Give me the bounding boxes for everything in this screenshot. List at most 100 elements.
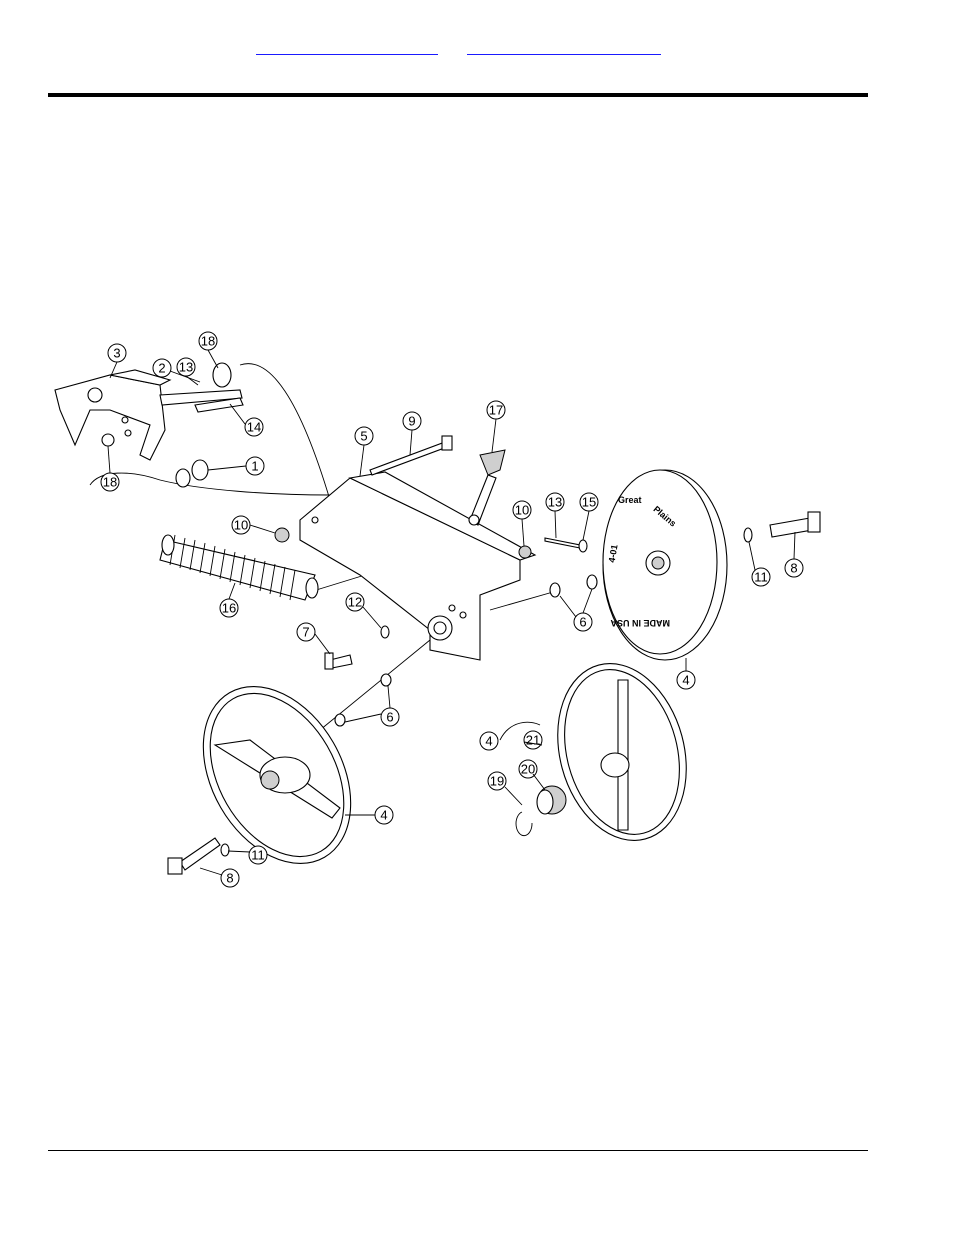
- svg-text:15: 15: [582, 495, 596, 510]
- nut-part: [518, 545, 532, 559]
- callout-3: 3: [107, 343, 127, 363]
- svg-text:16: 16: [222, 601, 236, 616]
- pin-part: [544, 537, 581, 549]
- spring-part: [159, 534, 319, 601]
- callout-5: 5: [354, 426, 374, 446]
- washer-part: [743, 527, 753, 543]
- bracket-part: [54, 369, 172, 461]
- svg-text:1: 1: [251, 459, 258, 474]
- svg-text:11: 11: [754, 570, 768, 585]
- svg-text:5: 5: [360, 429, 367, 444]
- callout-7: 7: [296, 622, 316, 642]
- nav-link-primary[interactable]: [256, 36, 438, 55]
- bearing-part: [536, 789, 554, 815]
- leader-line: [89, 472, 331, 496]
- header-rule: [48, 93, 868, 97]
- svg-text:19: 19: [490, 774, 504, 789]
- svg-text:8: 8: [790, 561, 797, 576]
- callout-10: 10: [231, 515, 251, 535]
- callout-11: 11: [751, 567, 771, 587]
- svg-text:6: 6: [579, 615, 586, 630]
- svg-text:7: 7: [302, 625, 309, 640]
- washer-part: [220, 843, 230, 857]
- svg-text:4: 4: [380, 808, 387, 823]
- svg-text:8: 8: [226, 871, 233, 886]
- svg-text:13: 13: [179, 360, 193, 375]
- svg-text:21: 21: [526, 733, 540, 748]
- callout-12: 12: [345, 592, 365, 612]
- nut-part: [274, 527, 290, 543]
- callout-14: 14: [244, 417, 264, 437]
- svg-text:2: 2: [158, 361, 165, 376]
- callout-13: 13: [176, 357, 196, 377]
- washer-part: [586, 574, 598, 590]
- callout-4-c: 4: [374, 805, 394, 825]
- bolt-part-8: [769, 517, 813, 538]
- callout-21: 21: [523, 730, 543, 750]
- svg-text:17: 17: [489, 403, 503, 418]
- callout-18-b: 18: [100, 472, 120, 492]
- callout-20: 20: [518, 759, 538, 779]
- svg-text:9: 9: [408, 414, 415, 429]
- callout-10-b: 10: [512, 500, 532, 520]
- handle-part: [468, 449, 506, 526]
- callout-1: 1: [245, 456, 265, 476]
- bolt-part-7: [324, 652, 334, 670]
- callout-18: 18: [198, 331, 218, 351]
- leader-line: [239, 363, 331, 501]
- bolt-part-8: [167, 857, 183, 875]
- svg-text:4: 4: [682, 673, 689, 688]
- header-links: [0, 36, 954, 56]
- gauge-wheel-spoked-right: [557, 663, 687, 841]
- callout-4-b: 4: [479, 731, 499, 751]
- svg-text:10: 10: [515, 503, 529, 518]
- bolt-part-8: [179, 837, 221, 871]
- wheel-date-text: 4-01: [607, 544, 620, 563]
- callout-leaders: [107, 349, 796, 876]
- callout-8: 8: [784, 558, 804, 578]
- callout-13-b: 13: [545, 492, 565, 512]
- svg-text:3: 3: [113, 346, 120, 361]
- wheel-origin-text: MADE IN USA: [610, 618, 670, 628]
- pin-parts: [159, 362, 244, 488]
- callout-16: 16: [219, 598, 239, 618]
- callout-15: 15: [579, 492, 599, 512]
- pin-part: [578, 539, 588, 553]
- callout-19: 19: [487, 771, 507, 791]
- svg-text:18: 18: [201, 334, 215, 349]
- nav-link-secondary[interactable]: [467, 36, 661, 55]
- parts-diagram: Great Plains 4-01 MADE IN USA 3 2 13 18 …: [0, 300, 954, 900]
- svg-text:11: 11: [251, 848, 265, 863]
- leader-line: [489, 589, 561, 611]
- callout-2: 2: [152, 358, 172, 378]
- callout-6: 6: [573, 612, 593, 632]
- leader-line: [499, 721, 541, 741]
- washer-part: [334, 713, 346, 727]
- svg-text:20: 20: [521, 762, 535, 777]
- callout-9: 9: [402, 411, 422, 431]
- wheel-brand-text: Great: [618, 495, 642, 505]
- exploded-view-drawing: Great Plains 4-01 MADE IN USA 3 2 13 18 …: [54, 331, 821, 888]
- snap-ring-part: [515, 811, 533, 837]
- bolt-part-8: [807, 511, 821, 533]
- callout-6-b: 6: [380, 707, 400, 727]
- svg-text:12: 12: [348, 595, 362, 610]
- washer-part: [380, 625, 390, 639]
- svg-text:4: 4: [485, 734, 492, 749]
- svg-text:10: 10: [234, 518, 248, 533]
- callout-17: 17: [486, 400, 506, 420]
- svg-text:14: 14: [247, 420, 261, 435]
- gauge-wheel-spoked-left: [202, 685, 352, 865]
- svg-text:6: 6: [386, 710, 393, 725]
- footer-rule: [48, 1150, 868, 1151]
- washer-part: [549, 582, 561, 598]
- washer-part: [380, 673, 392, 687]
- svg-text:18: 18: [103, 475, 117, 490]
- svg-text:13: 13: [548, 495, 562, 510]
- callout-4: 4: [676, 670, 696, 690]
- arm-part: [299, 471, 537, 661]
- callout-8-b: 8: [220, 868, 240, 888]
- callout-11-b: 11: [248, 845, 268, 865]
- bolt-part-9: [369, 435, 453, 476]
- gauge-wheel-solid: Great Plains 4-01 MADE IN USA: [602, 469, 728, 661]
